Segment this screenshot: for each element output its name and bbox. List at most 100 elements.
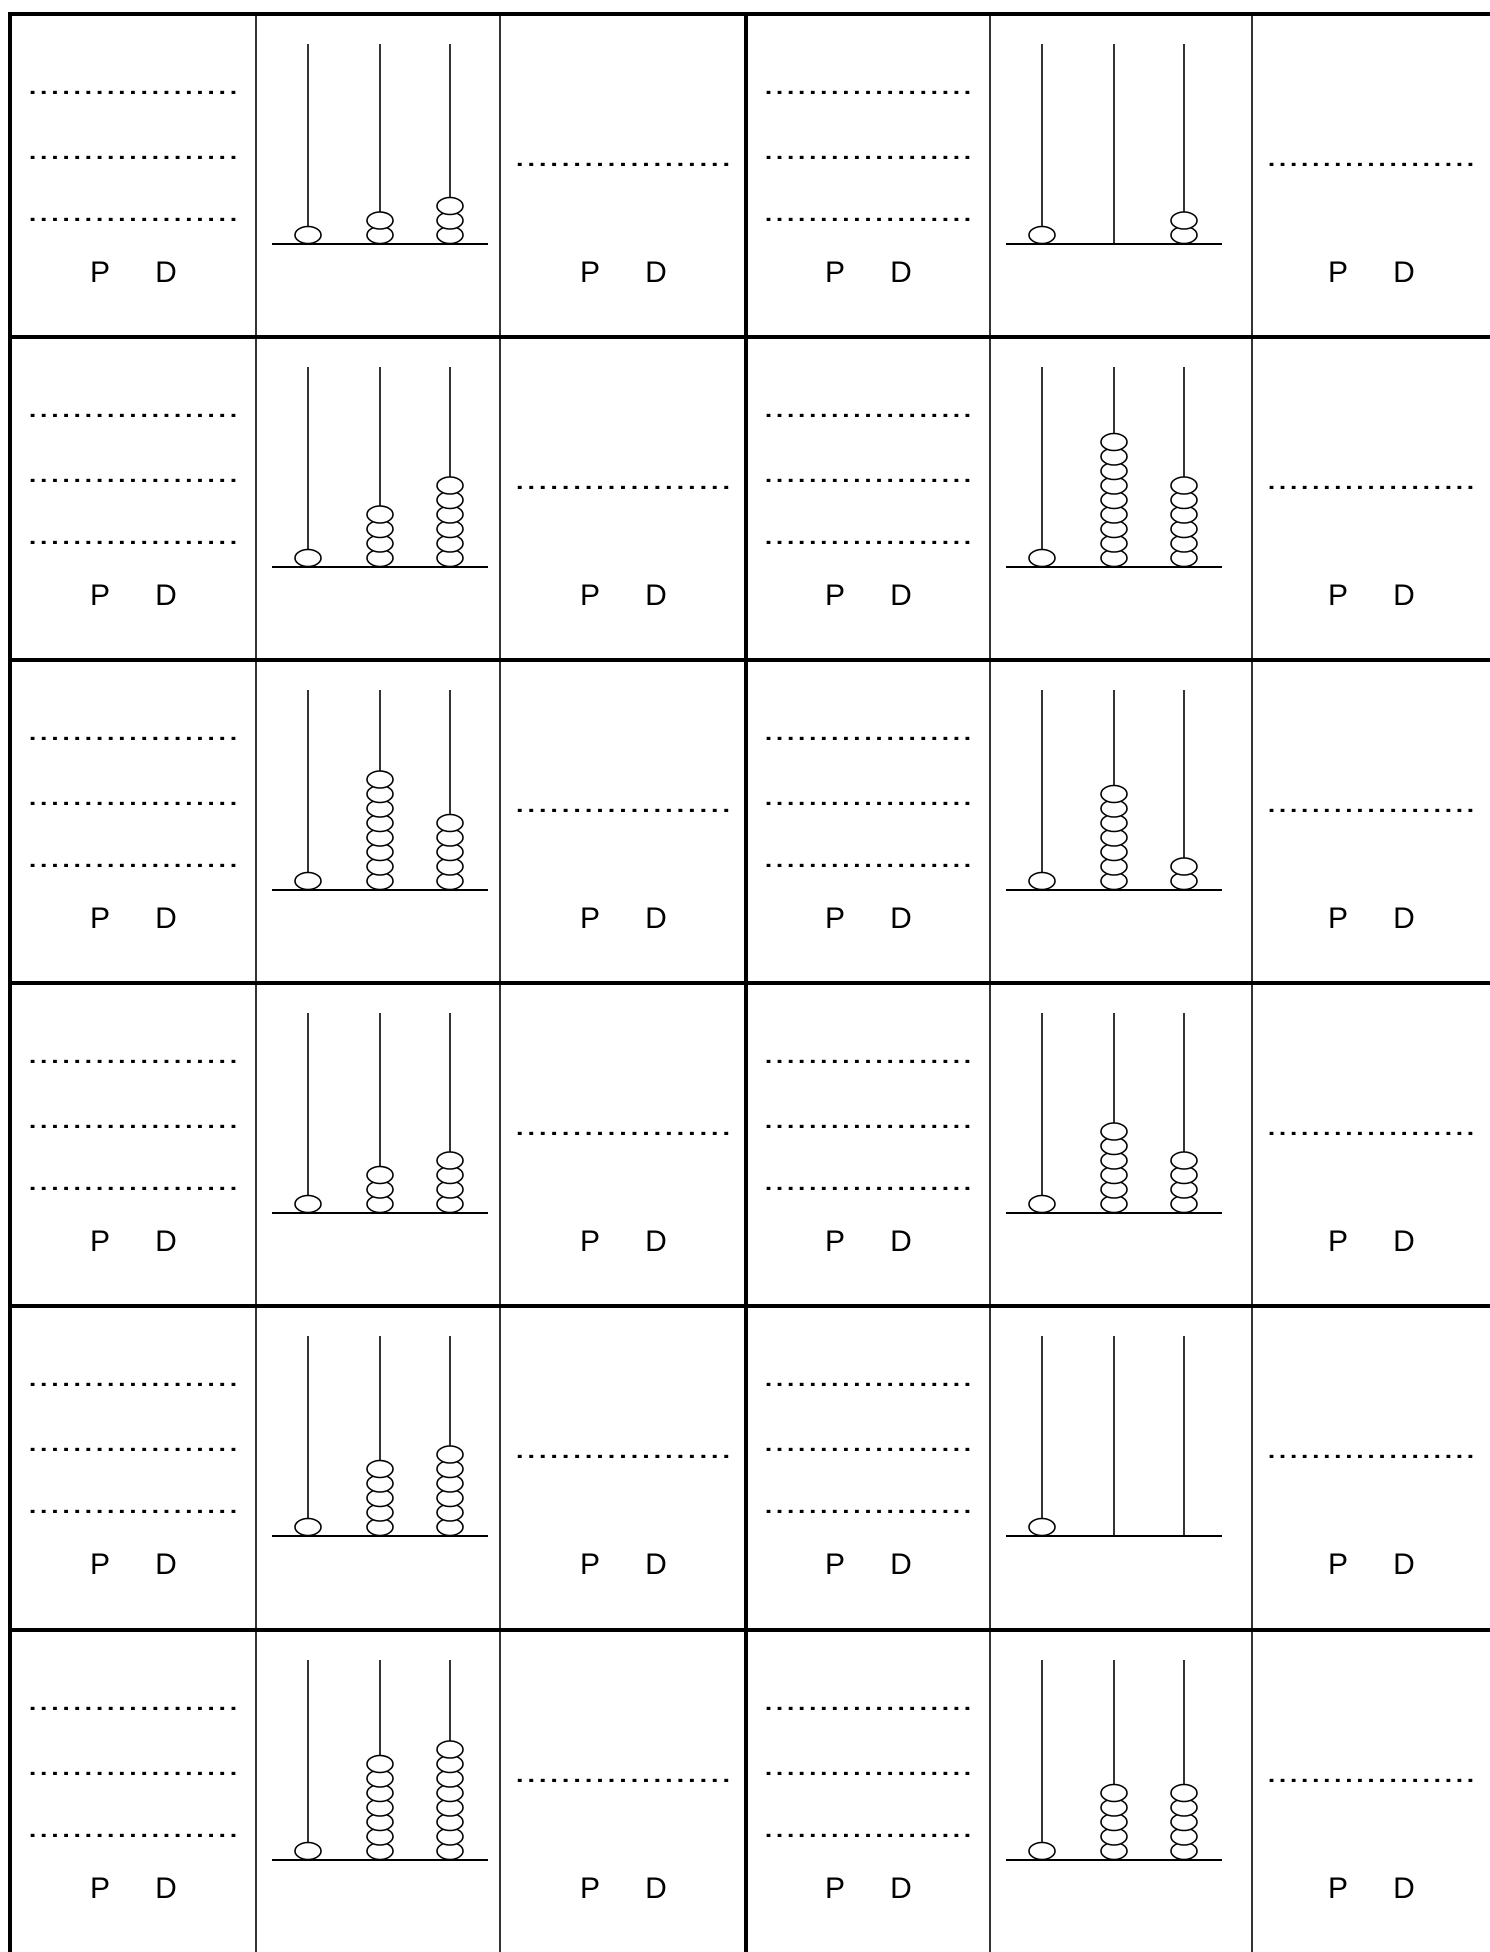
answer-dotted-line[interactable]: ...................: [27, 195, 239, 228]
place-label-p: P: [90, 902, 110, 935]
place-label-d: D: [890, 1548, 912, 1581]
answer-dotted-line[interactable]: ...................: [763, 1684, 973, 1717]
abacus-bead: [295, 873, 321, 890]
answer-dotted-line[interactable]: ...................: [27, 841, 239, 874]
place-label-p: P: [1328, 1872, 1348, 1905]
abacus-bead: [367, 1756, 393, 1773]
place-label-d: D: [1393, 1225, 1415, 1258]
place-label-d: D: [1393, 1872, 1415, 1905]
answer-dotted-line[interactable]: ...................: [27, 1102, 239, 1135]
answer-dotted-line[interactable]: ...................: [763, 1037, 973, 1070]
abacus-bead: [1029, 550, 1055, 567]
abacus-bead: [1101, 1123, 1127, 1140]
answer-dotted-line[interactable]: ...................: [763, 1102, 973, 1135]
abacus-bead: [1101, 786, 1127, 803]
answer-dotted-line[interactable]: ...................: [763, 714, 973, 747]
answer-dotted-line[interactable]: ...................: [27, 1811, 239, 1844]
abacus-bead: [1101, 1785, 1127, 1802]
result-dotted-line[interactable]: ...................: [1266, 463, 1476, 496]
result-dotted-line[interactable]: ...................: [1266, 786, 1476, 819]
abacus-bead: [295, 550, 321, 567]
abacus-bead: [1029, 1196, 1055, 1213]
answer-dotted-line[interactable]: ...................: [763, 133, 973, 166]
abacus-bead: [367, 771, 393, 788]
answer-dotted-line[interactable]: ...................: [763, 391, 973, 424]
answer-dotted-line[interactable]: ...................: [27, 1037, 239, 1070]
result-dotted-line[interactable]: ...................: [514, 463, 732, 496]
abacus-bead: [437, 1741, 463, 1758]
answer-dotted-line[interactable]: ...................: [27, 1684, 239, 1717]
abacus-bead: [295, 1843, 321, 1860]
answer-dotted-line[interactable]: ...................: [763, 1425, 973, 1458]
place-label-d: D: [645, 579, 667, 612]
result-dotted-line[interactable]: ...................: [1266, 1432, 1476, 1465]
result-dotted-line[interactable]: ...................: [514, 786, 732, 819]
result-dotted-line[interactable]: ...................: [1266, 1109, 1476, 1142]
place-label-p: P: [580, 256, 600, 289]
result-dotted-line[interactable]: ...................: [514, 1432, 732, 1465]
place-label-p: P: [90, 256, 110, 289]
abacus-bead: [367, 506, 393, 523]
answer-dotted-line[interactable]: ...................: [763, 68, 973, 101]
answer-dotted-line[interactable]: ...................: [27, 779, 239, 812]
abacus-bead: [437, 815, 463, 832]
abacus-bead: [367, 1461, 393, 1478]
answer-dotted-line[interactable]: ...................: [763, 518, 973, 551]
abacus-bead: [1171, 477, 1197, 494]
answer-dotted-line[interactable]: ...................: [27, 456, 239, 489]
result-dotted-line[interactable]: ...................: [514, 140, 732, 173]
place-label-p: P: [825, 1225, 845, 1258]
abacus-bead: [367, 212, 393, 229]
answer-dotted-line[interactable]: ...................: [763, 1749, 973, 1782]
abacus-bead: [1029, 1519, 1055, 1536]
place-label-d: D: [1393, 256, 1415, 289]
place-label-d: D: [155, 1225, 177, 1258]
place-label-d: D: [890, 1872, 912, 1905]
answer-dotted-line[interactable]: ...................: [763, 779, 973, 812]
answer-dotted-line[interactable]: ...................: [763, 1811, 973, 1844]
result-dotted-line[interactable]: ...................: [1266, 140, 1476, 173]
place-label-d: D: [155, 902, 177, 935]
answer-dotted-line[interactable]: ...................: [763, 456, 973, 489]
answer-dotted-line[interactable]: ...................: [27, 714, 239, 747]
place-label-d: D: [890, 256, 912, 289]
place-label-p: P: [1328, 256, 1348, 289]
place-label-d: D: [645, 902, 667, 935]
place-label-d: D: [1393, 579, 1415, 612]
answer-dotted-line[interactable]: ...................: [27, 133, 239, 166]
place-label-p: P: [580, 579, 600, 612]
answer-dotted-line[interactable]: ...................: [763, 195, 973, 228]
result-dotted-line[interactable]: ...................: [514, 1756, 732, 1789]
result-dotted-line[interactable]: ...................: [514, 1109, 732, 1142]
result-dotted-line[interactable]: ...................: [1266, 1756, 1476, 1789]
place-label-p: P: [90, 579, 110, 612]
answer-dotted-line[interactable]: ...................: [27, 518, 239, 551]
answer-dotted-line[interactable]: ...................: [27, 1749, 239, 1782]
answer-dotted-line[interactable]: ...................: [763, 1164, 973, 1197]
place-label-d: D: [155, 1548, 177, 1581]
place-label-p: P: [1328, 902, 1348, 935]
answer-dotted-line[interactable]: ...................: [27, 391, 239, 424]
abacus-bead: [1029, 873, 1055, 890]
place-label-p: P: [580, 1225, 600, 1258]
place-label-d: D: [1393, 902, 1415, 935]
answer-dotted-line[interactable]: ...................: [763, 1360, 973, 1393]
answer-dotted-line[interactable]: ...................: [763, 841, 973, 874]
place-label-d: D: [645, 1872, 667, 1905]
place-label-p: P: [825, 579, 845, 612]
place-label-d: D: [890, 1225, 912, 1258]
place-label-p: P: [825, 1872, 845, 1905]
place-label-d: D: [890, 579, 912, 612]
answer-dotted-line[interactable]: ...................: [27, 1164, 239, 1197]
abacus-bead: [437, 1446, 463, 1463]
answer-dotted-line[interactable]: ...................: [27, 1360, 239, 1393]
answer-dotted-line[interactable]: ...................: [763, 1487, 973, 1520]
abacus-bead: [1171, 1152, 1197, 1169]
answer-dotted-line[interactable]: ...................: [27, 1487, 239, 1520]
place-label-p: P: [825, 1548, 845, 1581]
place-label-d: D: [155, 256, 177, 289]
place-label-p: P: [580, 1548, 600, 1581]
answer-dotted-line[interactable]: ...................: [27, 68, 239, 101]
place-label-d: D: [645, 1225, 667, 1258]
answer-dotted-line[interactable]: ...................: [27, 1425, 239, 1458]
